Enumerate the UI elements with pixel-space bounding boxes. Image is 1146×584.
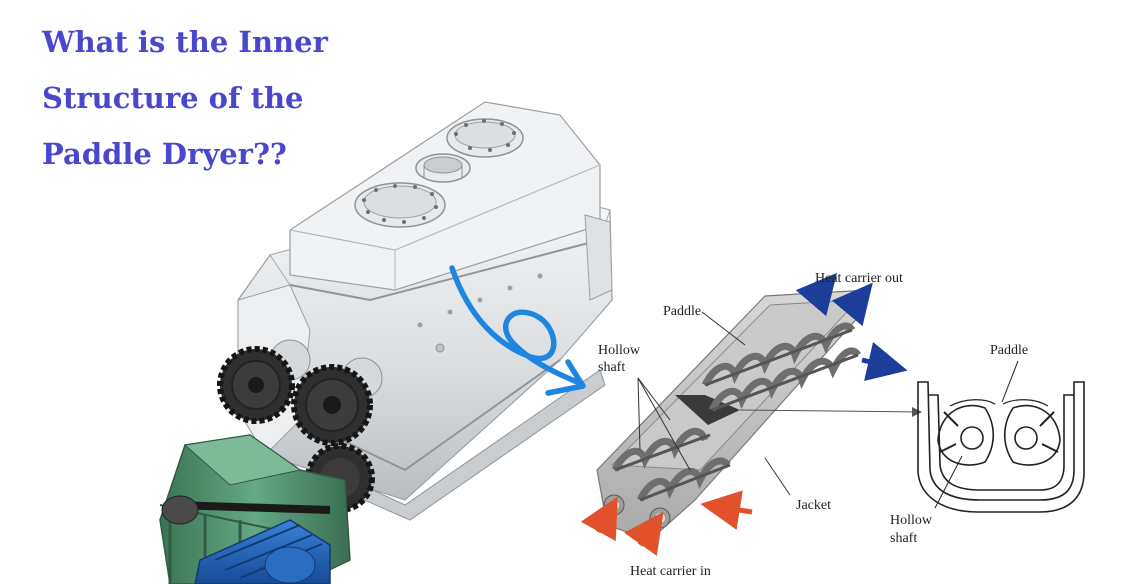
label-hollow-shaft-section-line-1: Hollow [890,513,932,528]
title-line-2: Structure of the [42,81,304,115]
cross-section-view [917,360,1085,513]
label-hollow-shaft-line-1: Hollow [598,343,640,358]
title-line-3: Paddle Dryer?? [42,137,287,171]
outflow-arrow-icon [861,342,908,381]
heat-carrier-flow-arrows [580,272,908,556]
label-paddle-section: Paddle [990,343,1029,358]
inflow-arrow-icon [580,496,618,542]
hollow-shaft-right [1014,426,1038,450]
inflow-arrow-icon [624,511,664,556]
label-heat-carrier-out: Heat carrier out [815,271,903,286]
paddle-screw-lower [611,427,731,502]
label-jacket: Jacket [796,498,831,513]
paddle-dryer-machine [237,101,613,521]
label-heat-carrier-in: Heat carrier in [630,564,711,579]
paddle-right-section [1003,404,1061,466]
electric-motor [194,519,331,584]
zoom-arrow [449,265,586,396]
label-hollow-shaft-line-2: shaft [598,360,626,375]
title-line-1: What is the Inner [42,25,328,59]
label-paddle: Paddle [663,304,702,319]
label-hollow-shaft-section-line-2: shaft [890,531,918,546]
manhole-cover [354,182,446,228]
dryer-hood [289,101,601,291]
cross-section-jacket [917,381,1085,513]
curly-arrow-icon [449,265,585,387]
page-title: What is the Inner Structure of the Paddl… [42,14,328,182]
outflow-arrow-icon [831,282,873,327]
manhole-cover [446,118,524,158]
cutaway-trough [596,289,922,541]
label-leader-lines [637,311,791,496]
inflow-arrow-icon [700,490,753,530]
inspection-port [415,153,471,183]
outflow-arrow-icon [795,272,838,317]
paddle-screw-upper [701,322,861,412]
arrow-head-icon [545,359,586,396]
gear-icon [291,364,373,446]
paddle-left-section [937,404,995,466]
gear-icon [217,346,295,424]
hollow-shaft-left [960,426,984,450]
